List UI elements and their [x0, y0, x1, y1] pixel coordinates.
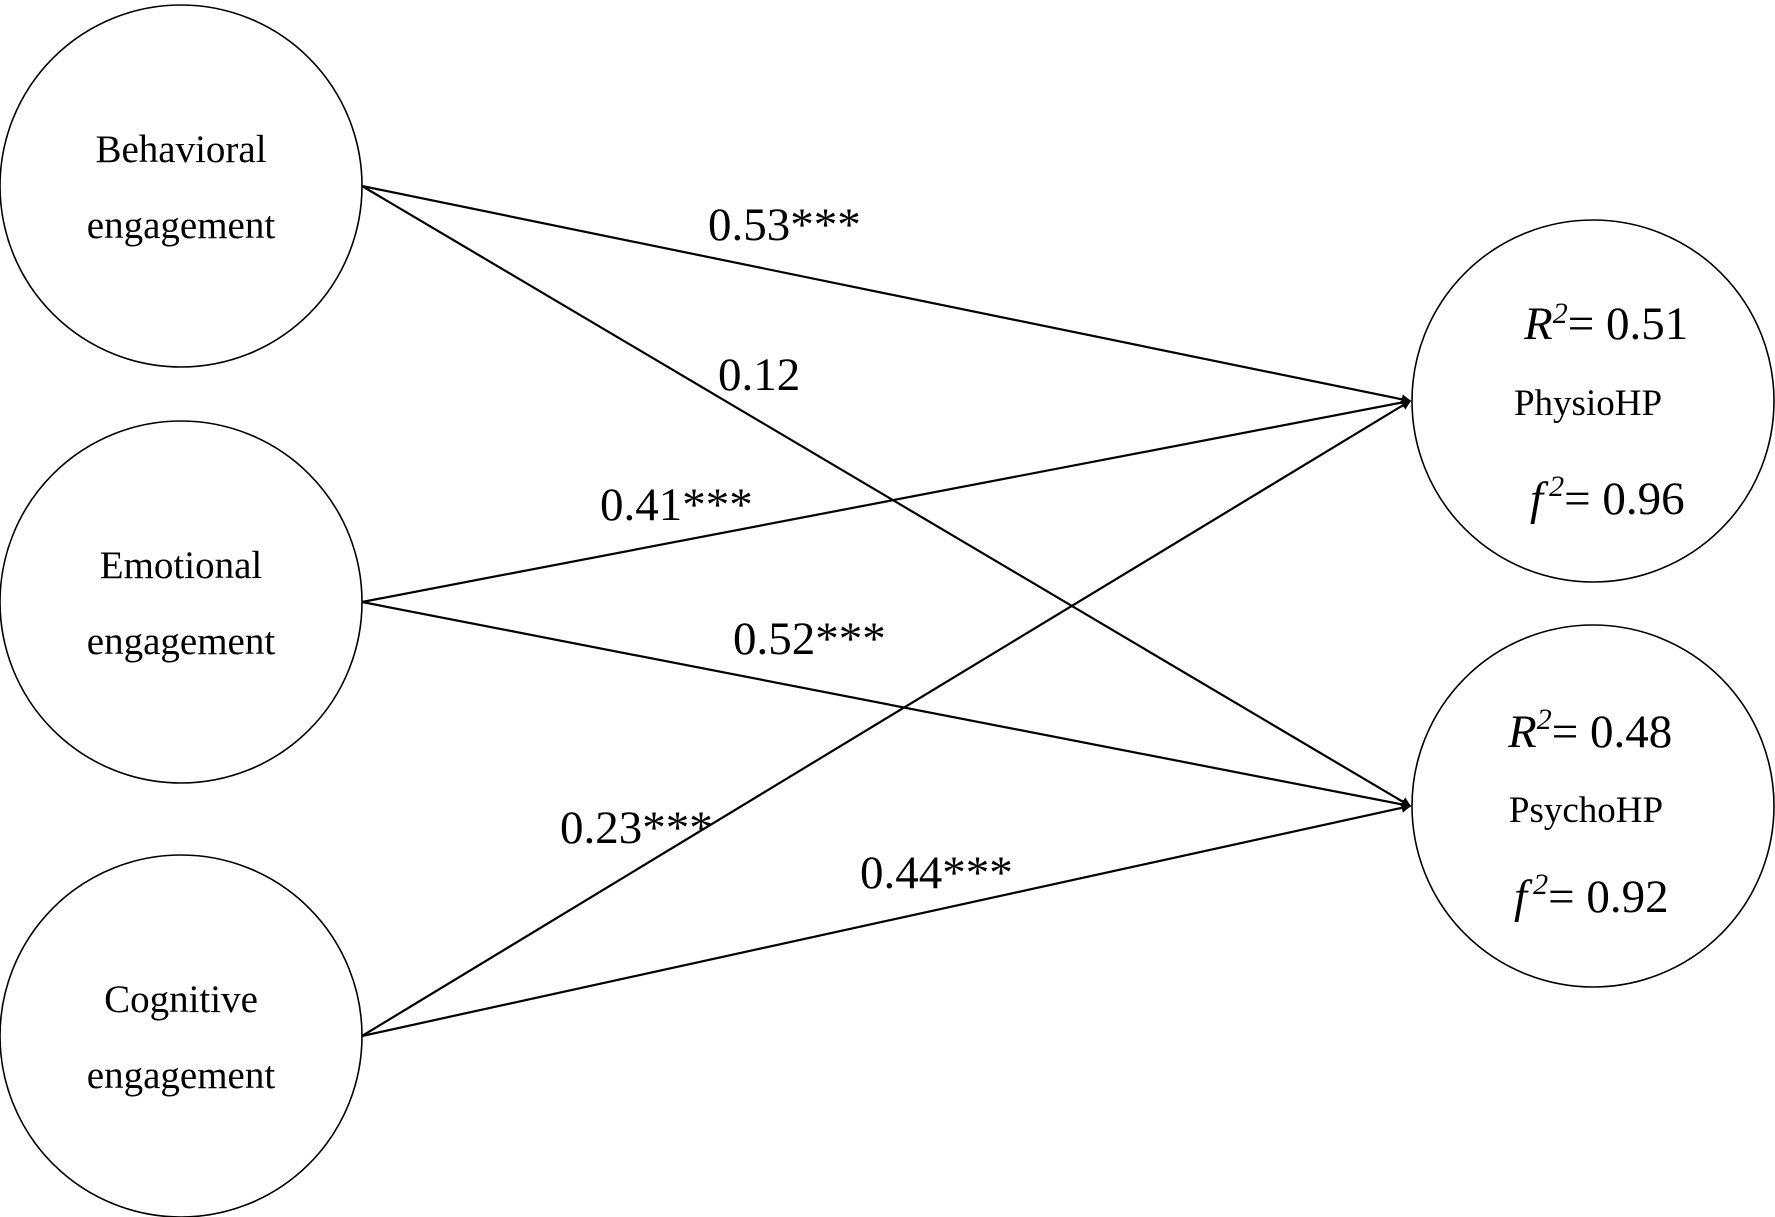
coef-behavioral-psycho: 0.12: [718, 349, 800, 401]
psycho-f2-value: = 0.92: [1548, 871, 1669, 923]
physio-label: PhysioHP: [1514, 383, 1662, 424]
path-cognitive-to-physio: [361, 400, 1412, 1037]
path-emotional-to-physio: [361, 397, 1412, 604]
node-behavioral-engagement: Behavioral engagement: [0, 4, 363, 368]
physio-f2-exp: 2: [1549, 470, 1564, 503]
path-behavioral-to-physio: [361, 184, 1412, 405]
psycho-r2-value: = 0.48: [1552, 706, 1673, 758]
node-cognitive-line1: Cognitive: [104, 978, 258, 1021]
node-behavioral-line2: engagement: [87, 204, 276, 247]
node-emotional-line1: Emotional: [100, 544, 263, 587]
psycho-r2-symbol: R: [1507, 706, 1537, 758]
psycho-r2: R2= 0.48: [1507, 703, 1672, 758]
node-cognitive-line2: engagement: [87, 1054, 276, 1097]
node-emotional-line2: engagement: [87, 620, 276, 663]
physio-r2-symbol: R: [1523, 298, 1553, 350]
physio-r2-value: = 0.51: [1568, 298, 1689, 350]
coef-behavioral-physio: 0.53***: [708, 199, 861, 251]
psycho-r2-exp: 2: [1537, 703, 1552, 736]
coef-cognitive-psycho: 0.44***: [860, 847, 1013, 899]
coef-emotional-psycho: 0.52***: [733, 613, 886, 665]
path-cognitive-to-psycho: [361, 802, 1412, 1038]
node-emotional-engagement: Emotional engagement: [0, 420, 363, 784]
path-emotional-to-psycho: [361, 600, 1412, 810]
coef-emotional-physio: 0.41***: [600, 479, 753, 531]
psycho-label: PsychoHP: [1509, 790, 1663, 831]
node-cognitive-engagement: Cognitive engagement: [0, 854, 363, 1217]
coef-cognitive-physio: 0.23***: [560, 802, 713, 854]
physio-r2-exp: 2: [1553, 297, 1568, 330]
node-behavioral-line1: Behavioral: [95, 128, 266, 171]
physio-f2-value: = 0.96: [1564, 473, 1685, 525]
physio-r2: R2= 0.51: [1523, 297, 1688, 350]
path-behavioral-to-psycho: [361, 185, 1412, 807]
psycho-f2-exp: 2: [1533, 868, 1548, 901]
